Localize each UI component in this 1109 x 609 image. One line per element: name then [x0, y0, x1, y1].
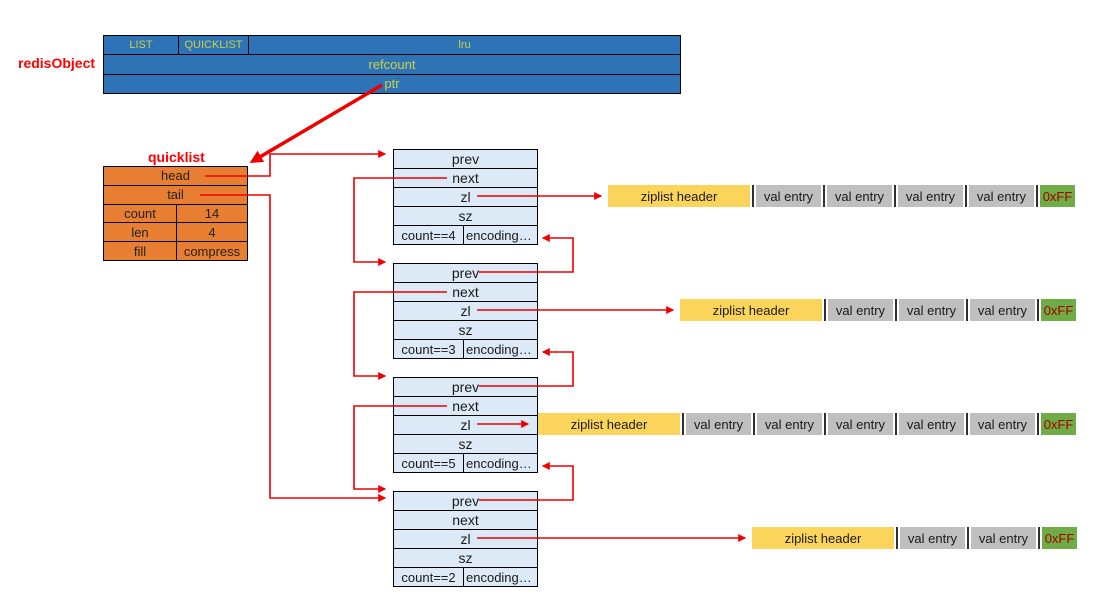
node-zl-cell: zl [394, 416, 537, 435]
node-meta-row: count==5 encoding… [394, 454, 537, 472]
quicklist-tail-cell: tail [104, 186, 247, 205]
val-entry-cell: val entry [899, 413, 964, 435]
val-entry-cell: val entry [969, 185, 1034, 207]
arrow-ptr-to-quicklist [249, 83, 383, 163]
ziplist-header-cell: ziplist header [608, 185, 750, 207]
ziplist-header-cell: ziplist header [538, 413, 680, 435]
quicklist-table: head tail count 14 len 4 fill compress [103, 166, 248, 261]
cell-divider [753, 413, 755, 435]
cell-divider [967, 527, 969, 549]
node-next-cell: next [394, 283, 537, 302]
quicklist-node-1: prev next zl sz count==4 encoding… [393, 149, 538, 245]
val-entry-cell: val entry [970, 299, 1035, 321]
ziplist-row-2: ziplist header val entry val entry val e… [680, 299, 1076, 321]
cell-divider [682, 413, 684, 435]
ziplist-header-cell: ziplist header [680, 299, 822, 321]
count-label-cell: count [104, 204, 177, 223]
refcount-cell: refcount [104, 55, 680, 75]
redis-object-row-1: LIST QUICKLIST lru [104, 36, 680, 56]
cell-divider [1038, 527, 1040, 549]
val-entry-cell: val entry [686, 413, 751, 435]
ziplist-row-4: ziplist header val entry val entry 0xFF [752, 527, 1077, 549]
node-count-cell: count==5 [394, 454, 464, 472]
terminator-cell: 0xFF [1040, 185, 1075, 207]
redis-object-table: LIST QUICKLIST lru refcount ptr [103, 35, 681, 94]
node-count-cell: count==2 [394, 568, 464, 586]
val-entry-cell: val entry [970, 413, 1035, 435]
node-count-cell: count==4 [394, 226, 464, 244]
terminator-cell: 0xFF [1042, 527, 1077, 549]
node-meta-row: count==3 encoding… [394, 340, 537, 358]
val-entry-cell: val entry [828, 413, 893, 435]
node-sz-cell: sz [394, 321, 537, 340]
cell-divider [966, 413, 968, 435]
node-sz-cell: sz [394, 207, 537, 226]
node-sz-cell: sz [394, 549, 537, 568]
quicklist-node-2: prev next zl sz count==3 encoding… [393, 263, 538, 359]
val-entry-cell: val entry [898, 185, 963, 207]
node-prev-cell: prev [394, 264, 537, 283]
ziplist-row-3: ziplist header val entry val entry val e… [538, 413, 1076, 435]
quicklist-fill-row: fill compress [104, 242, 247, 260]
node-encoding-cell: encoding… [466, 455, 532, 471]
cell-divider [824, 299, 826, 321]
quicklist-head-cell: head [104, 167, 247, 186]
cell-divider [895, 299, 897, 321]
node-zl-cell: zl [394, 530, 537, 549]
cell-divider [1037, 413, 1039, 435]
ptr-cell: ptr [384, 76, 400, 92]
cell-divider [896, 527, 898, 549]
node-next-cell: next [394, 397, 537, 416]
node-prev-cell: prev [394, 150, 537, 169]
node-count-cell: count==3 [394, 340, 464, 358]
quicklist-len-row: len 4 [104, 223, 247, 243]
val-entry-cell: val entry [757, 413, 822, 435]
quicklist-node-4: prev next zl sz count==2 encoding… [393, 491, 538, 587]
encoding-cell: QUICKLIST [179, 36, 249, 55]
val-entry-cell: val entry [828, 299, 893, 321]
node-prev-cell: prev [394, 492, 537, 511]
node-meta-row: count==2 encoding… [394, 568, 537, 586]
cell-divider [823, 185, 825, 207]
compress-cell: compress [183, 243, 241, 259]
cell-divider [1036, 185, 1038, 207]
cell-divider [966, 299, 968, 321]
fill-label-cell: fill [104, 242, 177, 260]
lru-cell: lru [458, 39, 471, 52]
val-entry-cell: val entry [971, 527, 1036, 549]
node-meta-row: count==4 encoding… [394, 226, 537, 244]
node-encoding-cell: encoding… [466, 569, 532, 585]
val-entry-cell: val entry [756, 185, 821, 207]
cell-divider [824, 413, 826, 435]
cell-divider [895, 413, 897, 435]
quicklist-count-row: count 14 [104, 204, 247, 224]
type-cell: LIST [104, 36, 179, 55]
node-zl-cell: zl [394, 188, 537, 207]
count-value-cell: 14 [204, 205, 220, 221]
ziplist-header-cell: ziplist header [752, 527, 894, 549]
node-next-cell: next [394, 169, 537, 188]
val-entry-cell: val entry [900, 527, 965, 549]
val-entry-cell: val entry [827, 185, 892, 207]
node-zl-cell: zl [394, 302, 537, 321]
ziplist-row-1: ziplist header val entry val entry val e… [608, 185, 1075, 207]
node-sz-cell: sz [394, 435, 537, 454]
len-value-cell: 4 [208, 224, 216, 240]
val-entry-cell: val entry [899, 299, 964, 321]
node-encoding-cell: encoding… [466, 341, 532, 357]
node-next-cell: next [394, 511, 537, 530]
terminator-cell: 0xFF [1041, 299, 1076, 321]
cell-divider [752, 185, 754, 207]
quicklist-node-3: prev next zl sz count==5 encoding… [393, 377, 538, 473]
terminator-cell: 0xFF [1041, 413, 1076, 435]
len-label-cell: len [104, 223, 177, 242]
node-prev-cell: prev [394, 378, 537, 397]
cell-divider [965, 185, 967, 207]
quicklist-label: quicklist [148, 149, 205, 165]
cell-divider [1037, 299, 1039, 321]
redis-object-label: redisObject [18, 55, 96, 71]
node-encoding-cell: encoding… [466, 227, 532, 243]
cell-divider [894, 185, 896, 207]
